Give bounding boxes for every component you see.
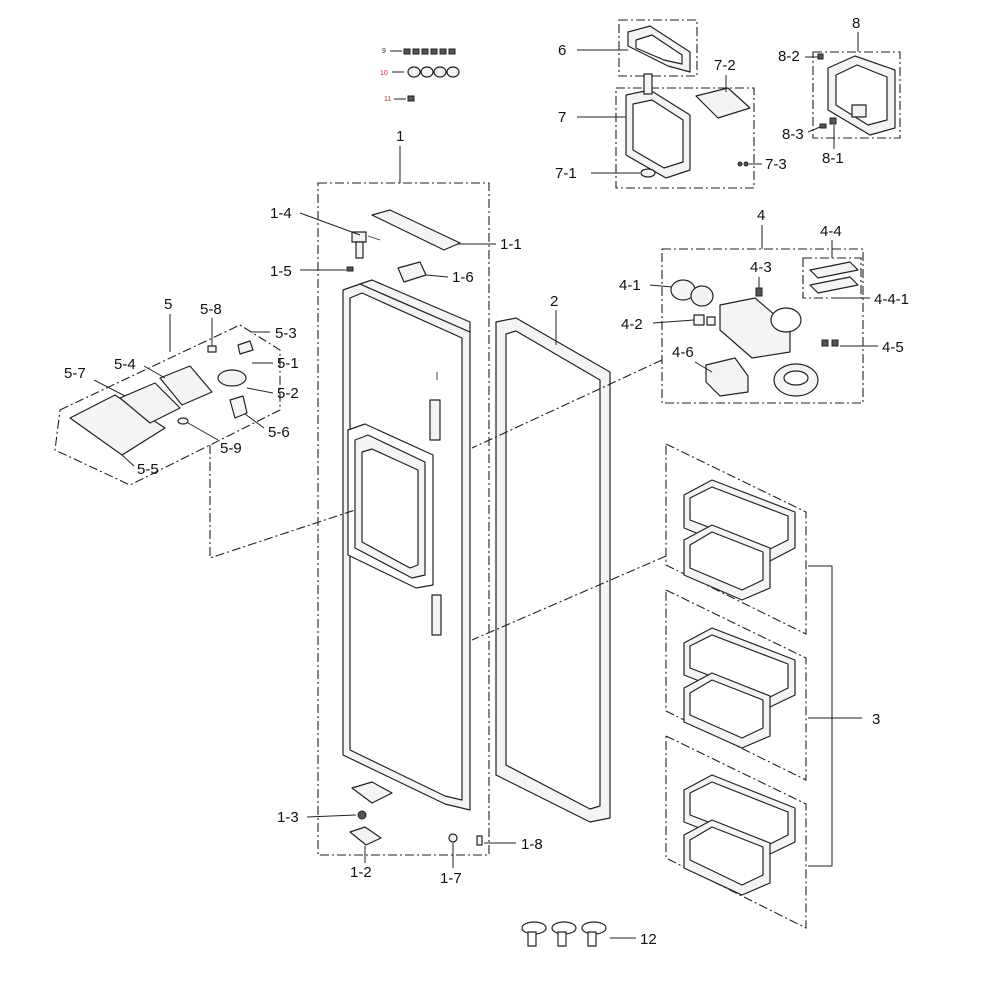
label-4-6: 4-6	[672, 344, 694, 361]
label-4-4-1: 4-4-1	[874, 291, 909, 308]
label-7-3: 7-3	[765, 156, 787, 173]
part-4-auger	[773, 363, 819, 397]
part-5-5-cover-panel	[69, 394, 166, 456]
label-1-2: 1-2	[350, 864, 372, 881]
label-3: 3	[872, 711, 880, 728]
part-4-1-motor	[670, 279, 714, 307]
label-5-9: 5-9	[220, 440, 242, 457]
label-5-8: 5-8	[200, 301, 222, 318]
label-11: 11	[384, 96, 391, 103]
part-5-4-panel	[159, 365, 213, 406]
label-1-5: 1-5	[270, 263, 292, 280]
group-5-outline	[54, 324, 281, 486]
label-5-7: 5-7	[64, 365, 86, 382]
label-1-6: 1-6	[452, 269, 474, 286]
label-5-2: 5-2	[277, 385, 299, 402]
part-4-3-switch	[755, 287, 763, 297]
door-bin-1a	[683, 479, 796, 563]
label-5: 5	[164, 296, 172, 313]
part-4-4-1-strips	[809, 261, 859, 294]
part-5-8-switch	[207, 345, 217, 353]
label-12: 12	[640, 931, 657, 948]
label-10: 10	[380, 70, 388, 77]
part-11-pin	[407, 95, 415, 102]
label-8-1: 8-1	[822, 150, 844, 167]
label-4-5: 4-5	[882, 339, 904, 356]
part-1-4-hinge	[351, 231, 381, 259]
part-12-screws	[521, 921, 607, 947]
part-5-1-motor	[217, 369, 247, 387]
label-9: 9	[382, 48, 386, 55]
part-6-guide	[627, 25, 691, 73]
part-1-6-bracket	[397, 261, 427, 283]
part-8-chute	[827, 55, 896, 136]
part-8-2-screw	[817, 53, 824, 60]
label-7: 7	[558, 109, 566, 126]
group-1-outline	[317, 182, 490, 856]
part-1-8-screw	[476, 835, 483, 846]
label-8-2: 8-2	[778, 48, 800, 65]
part-4-main-body	[719, 297, 802, 359]
door-bin-3b	[683, 819, 771, 896]
part-7-housing	[625, 73, 691, 179]
door-bin-1b	[683, 524, 771, 601]
part-1-3-bottom-hinge	[351, 781, 393, 804]
part-1-7-screw	[448, 833, 458, 843]
group-7-outline	[615, 87, 755, 189]
door-bin-3a	[683, 774, 796, 856]
group-4-outline	[661, 248, 864, 404]
door-bin-2b	[683, 672, 771, 749]
label-4-2: 4-2	[621, 316, 643, 333]
label-8: 8	[852, 15, 860, 32]
label-5-6: 5-6	[268, 424, 290, 441]
part-8-3-pin	[819, 123, 827, 129]
part-8-1-sensor	[829, 117, 837, 125]
label-6: 6	[558, 42, 566, 59]
label-1-8: 1-8	[521, 836, 543, 853]
label-7-2: 7-2	[714, 57, 736, 74]
group-8-outline	[812, 51, 901, 139]
part-7-2-flap	[695, 87, 751, 119]
door-bin-2a	[683, 627, 796, 709]
part-1-1-top-cover	[371, 209, 461, 251]
part-1-2-bottom-bracket	[349, 826, 382, 846]
part-4-2-bracket	[693, 314, 716, 326]
part-7-3-screws	[737, 161, 749, 167]
group-3-bin-outline-1	[665, 443, 807, 635]
label-4-1: 4-1	[619, 277, 641, 294]
label-4-4: 4-4	[820, 223, 842, 240]
part-5-9-spring	[177, 417, 189, 425]
part-5-7-frame	[119, 382, 181, 424]
group-3-bin-outline-3	[665, 735, 807, 929]
part-9-screws	[403, 48, 456, 55]
label-5-5: 5-5	[137, 461, 159, 478]
part-7-1-wire	[640, 168, 656, 178]
label-1: 1	[396, 128, 404, 145]
label-1-4: 1-4	[270, 205, 292, 222]
label-5-1: 5-1	[277, 355, 299, 372]
label-5-4: 5-4	[114, 356, 136, 373]
label-7-1: 7-1	[555, 165, 577, 182]
label-4-3: 4-3	[750, 259, 772, 276]
label-5-3: 5-3	[275, 325, 297, 342]
group-6-outline	[618, 19, 698, 77]
part-5-6-lever	[229, 395, 248, 419]
part-1-5-screw	[346, 266, 354, 272]
label-1-1: 1-1	[500, 236, 522, 253]
label-1-7: 1-7	[440, 870, 462, 887]
part-10-clips	[407, 66, 460, 78]
door-panel	[342, 279, 471, 811]
label-1-3: 1-3	[277, 809, 299, 826]
label-4: 4	[757, 207, 765, 224]
label-8-3: 8-3	[782, 126, 804, 143]
part-4-6-cam	[705, 357, 749, 397]
label-2: 2	[550, 293, 558, 310]
part-4-5-screws	[821, 339, 839, 347]
part-2-door-gasket	[495, 317, 611, 823]
group-3-bin-outline-2	[665, 589, 807, 781]
part-5-3-bracket	[237, 340, 254, 355]
